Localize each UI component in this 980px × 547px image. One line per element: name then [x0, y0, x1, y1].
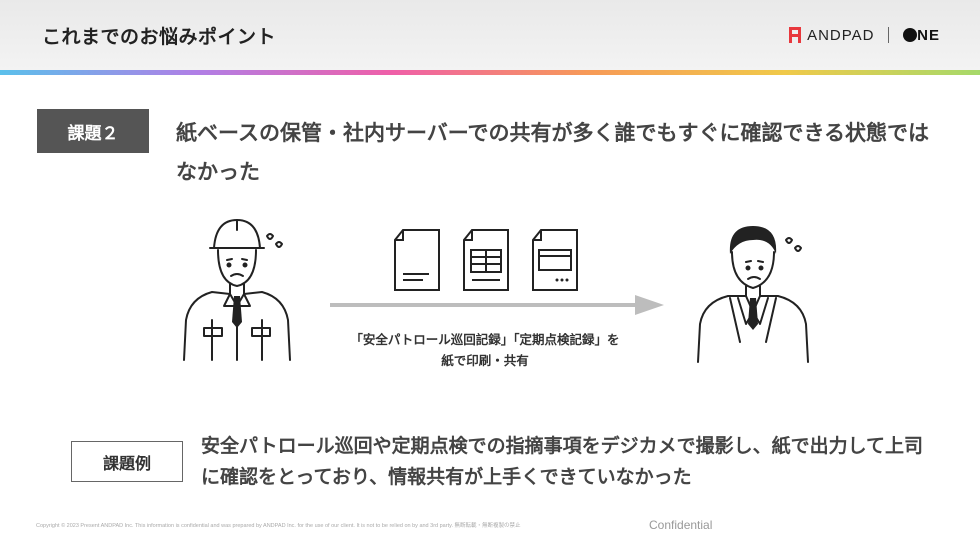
gradient-divider — [0, 70, 980, 75]
confidential-label: Confidential — [649, 518, 713, 532]
one-o-icon — [903, 28, 918, 42]
document-plain-icon — [394, 229, 440, 291]
document-form-icon — [532, 229, 578, 291]
flow-arrow — [330, 295, 664, 315]
example-description: 安全パトロール巡回や定期点検での指摘事項をデジカメで撮影し、紙で出力して上司に確… — [201, 435, 924, 488]
caption-line-1: 「安全パトロール巡回記録」「定期点検記録」を — [350, 332, 620, 347]
diagram-caption: 「安全パトロール巡回記録」「定期点検記録」を 紙で印刷・共有 — [315, 329, 655, 371]
issue-description: 紙ベースの保管・社内サーバーでの共有が多く誰でもすぐに確認できる状態ではなかった — [176, 121, 930, 184]
one-wordmark: ONE — [903, 26, 940, 44]
issue-label-box: 課題２ — [37, 109, 149, 153]
brand-logos: ANDPAD ONE — [789, 24, 940, 46]
worker-illustration — [183, 219, 291, 361]
andpad-logo-icon — [789, 27, 802, 43]
brand-divider — [888, 27, 890, 43]
caption-line-2: 紙で印刷・共有 — [441, 353, 529, 368]
page-title: これまでのお悩みポイント — [42, 26, 277, 48]
andpad-wordmark: ANDPAD — [807, 26, 875, 44]
copyright-footer: Copyright © 2023 Present ANDPAD Inc. Thi… — [36, 523, 521, 529]
supervisor-illustration — [697, 226, 809, 363]
header-bar: これまでのお悩みポイント ANDPAD ONE — [0, 0, 980, 70]
document-table-icon — [463, 229, 509, 291]
example-label-box: 課題例 — [71, 441, 183, 482]
